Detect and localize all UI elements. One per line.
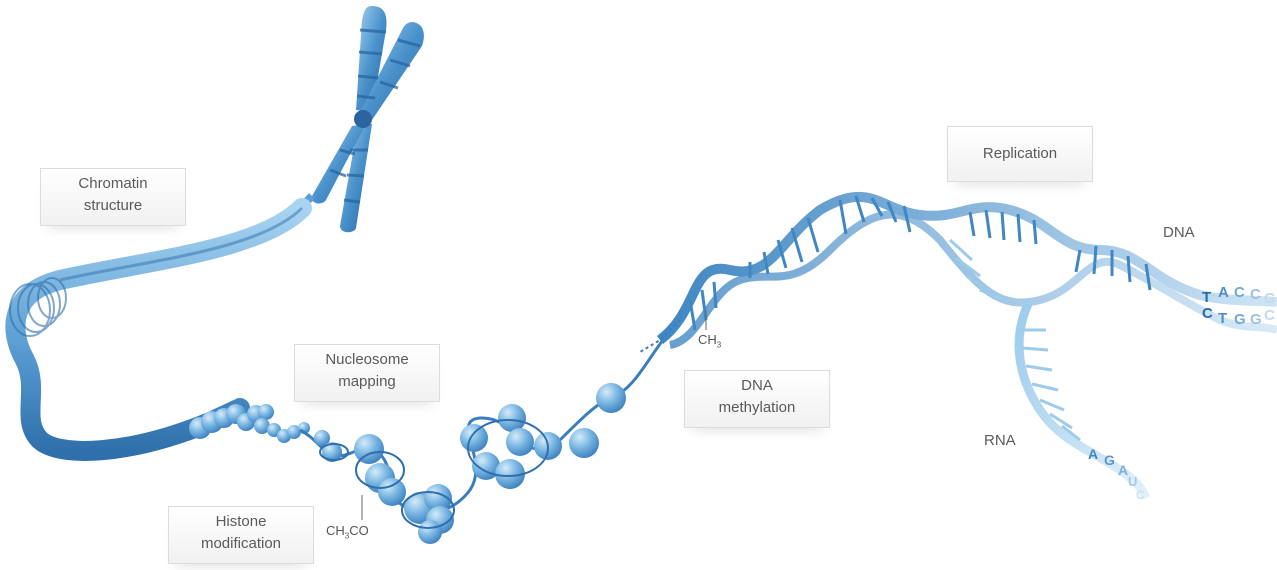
- dna-top-base: G: [1264, 290, 1276, 307]
- rna-base: U: [1128, 474, 1138, 489]
- dna-bottom-base: C: [1264, 307, 1275, 324]
- rna-base: G: [1104, 452, 1115, 468]
- rna-strand-icon: [1014, 297, 1151, 500]
- dna-label: DNA: [1163, 224, 1195, 241]
- dna-top-base: A: [1218, 284, 1229, 301]
- rna-base: A: [1118, 462, 1129, 478]
- rna-label: RNA: [984, 432, 1016, 449]
- dna-top-base: C: [1234, 284, 1245, 301]
- rna-base: C: [1136, 488, 1145, 502]
- rna-base: A: [1088, 446, 1099, 462]
- methyl-group-label: CH3: [698, 332, 722, 350]
- dna-bottom-base: T: [1218, 310, 1228, 327]
- acetyl-group-label: CH3CO: [326, 523, 369, 541]
- chromatin-structure-label: Chromatin structure: [40, 168, 186, 226]
- dna-bottom-base: G: [1250, 311, 1262, 328]
- chromosome-icon: [294, 6, 424, 233]
- dna-bottom-base: G: [1234, 311, 1246, 328]
- replication-label: Replication: [947, 126, 1093, 182]
- histone-modification-label: Histone modification: [168, 506, 314, 564]
- dna-methylation-label: DNA methylation: [684, 370, 830, 428]
- chromatin-fiber: [5, 198, 312, 461]
- nucleosome-mapping-label: Nucleosome mapping: [294, 344, 440, 402]
- dna-top-base: C: [1250, 286, 1261, 303]
- nucleosome-icon: [299, 318, 682, 544]
- dna-helix-icon: [639, 191, 1277, 353]
- dna-bottom-base: C: [1202, 305, 1213, 322]
- dna-top-base: T: [1202, 289, 1212, 306]
